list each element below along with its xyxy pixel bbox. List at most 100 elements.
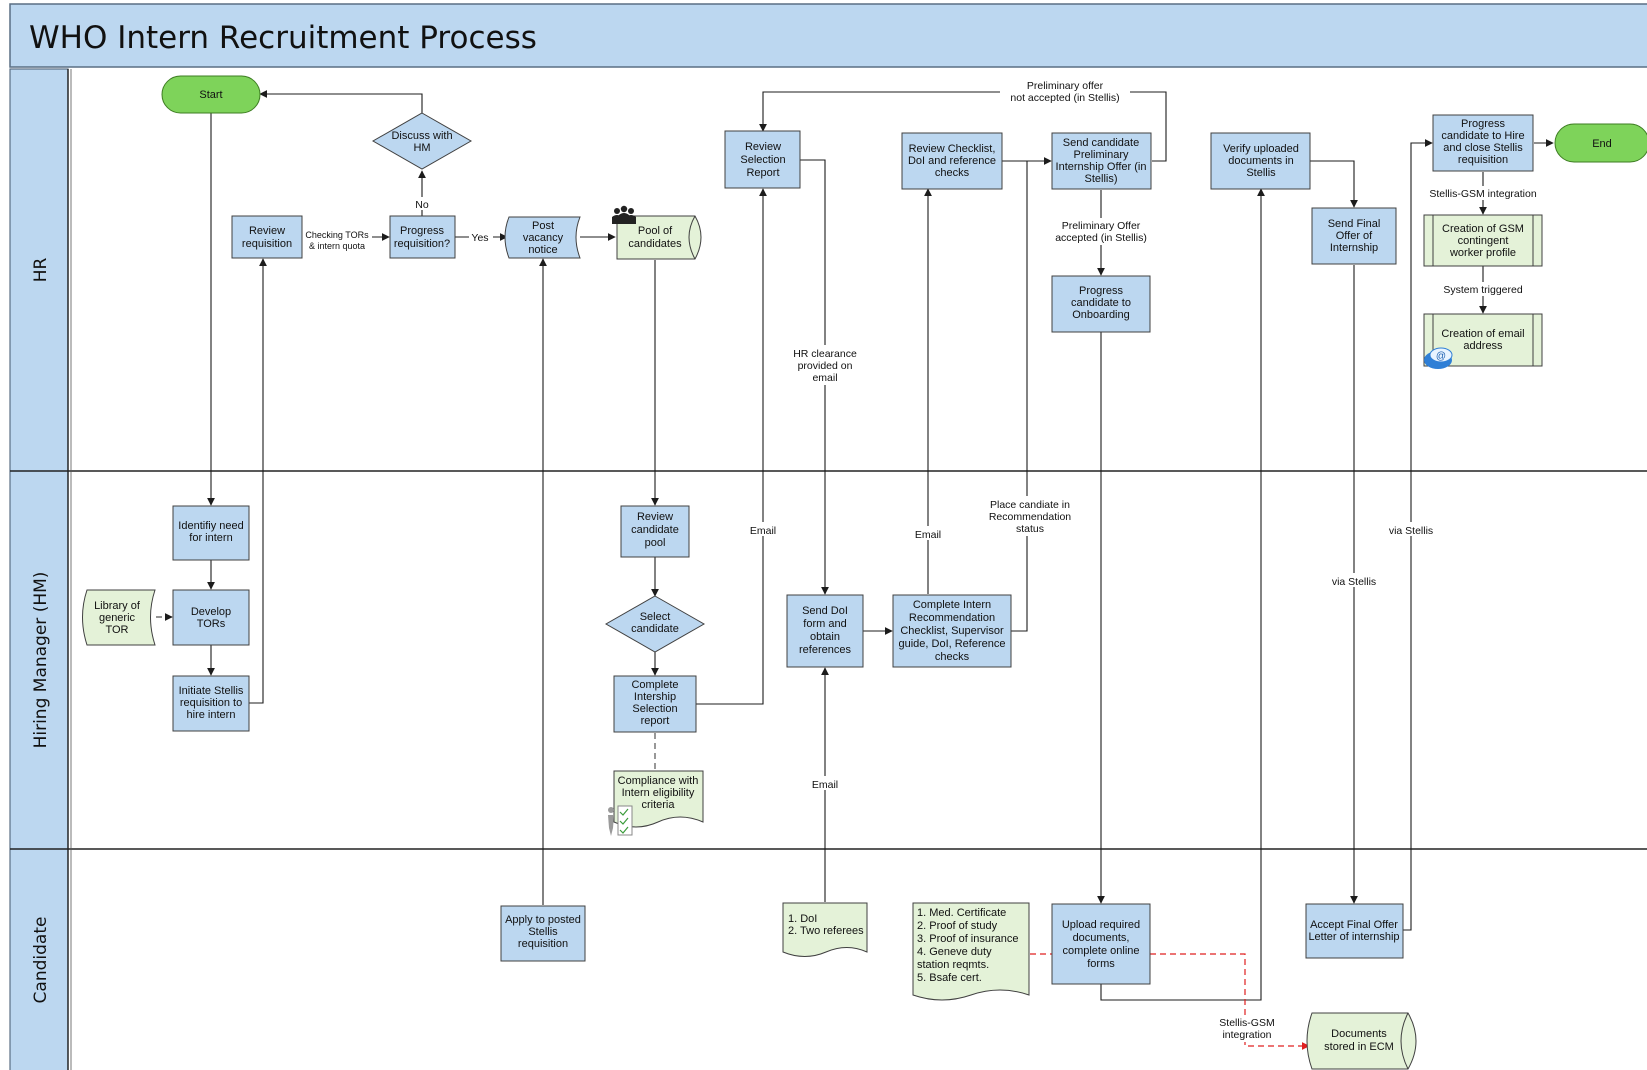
label-prelim-not-accepted-1: Preliminary offer (1027, 80, 1104, 92)
compliance-line-1: Compliance with (618, 775, 699, 787)
gsm-profile-line-2: contingent (1458, 235, 1509, 247)
review-checklist-line-3: checks (935, 167, 970, 179)
diagram-title: WHO Intern Recruitment Process (29, 20, 537, 56)
apply-line-1: Apply to posted (505, 914, 581, 926)
library-line-1: Library of (94, 600, 141, 612)
process-accept-final-offer: Accept Final Offer Letter of internship (1305, 903, 1404, 959)
review-req-line-1: Review (249, 225, 285, 237)
complete-checklist-line-2: Recommendation (909, 612, 995, 624)
send-doi-line-2: form and (803, 618, 846, 630)
library-line-2: generic (99, 612, 136, 624)
upload-line-2: documents, (1073, 932, 1130, 944)
doi-refs-line-2: 2. Two referees (788, 925, 864, 937)
checklist-person-icon (608, 805, 633, 836)
process-initiate-stellis: Initiate Stellis requisition to hire int… (172, 675, 250, 732)
progress-req-line-1: Progress (400, 225, 445, 237)
email-address-line-1: Creation of email (1441, 328, 1524, 340)
docs-list-line-2: 2. Proof of study (917, 920, 998, 932)
docs-list-line-4: 4. Geneve duty (917, 946, 992, 958)
process-review-selection-report: Review Selection Report (724, 130, 801, 189)
complete-selection-line-3: Selection (632, 703, 677, 715)
develop-line-2: TORs (197, 618, 226, 630)
people-icon (612, 205, 636, 224)
initiate-line-3: hire intern (187, 709, 236, 721)
verify-line-1: Verify uploaded (1223, 143, 1299, 155)
apply-line-3: requisition (518, 938, 568, 950)
upload-line-1: Upload required (1062, 919, 1140, 931)
label-prelim-not-accepted-2: not accepted (in Stellis) (1010, 92, 1119, 104)
send-doi-line-4: references (799, 644, 851, 656)
label-via-stellis-hire: via Stellis (1389, 525, 1433, 537)
data-library-of-generic-tor: Library of generic TOR (82, 589, 156, 646)
upload-line-3: complete online (1062, 945, 1139, 957)
docs-list-line-6: 5. Bsafe cert. (917, 972, 982, 984)
label-yes: Yes (471, 232, 488, 244)
send-prelim-line-4: Stellis) (1084, 173, 1117, 185)
data-documents-in-ecm: Documents stored in ECM (1306, 1012, 1417, 1070)
review-checklist-line-2: DoI and reference (908, 155, 996, 167)
process-send-doi-form: Send DoI form and obtain references (786, 594, 864, 668)
review-pool-line-3: pool (645, 537, 666, 549)
process-review-candidate-pool: Review candidate pool (620, 505, 690, 558)
label-checking-tors-1: Checking TORs (305, 230, 369, 240)
title-bar (9, 3, 1647, 68)
upload-line-4: forms (1087, 958, 1115, 970)
accept-final-line-1: Accept Final Offer (1310, 919, 1398, 931)
complete-checklist-line-1: Complete Intern (913, 599, 991, 611)
identify-line-2: for intern (189, 532, 232, 544)
send-prelim-line-2: Preliminary (1073, 149, 1129, 161)
label-via-stellis-final: via Stellis (1332, 576, 1376, 588)
label-no: No (415, 199, 429, 211)
complete-selection-line-1: Complete (631, 679, 678, 691)
send-doi-line-3: obtain (810, 631, 840, 643)
post-vacancy-line-3: notice (528, 244, 557, 256)
progress-hire-line-2: candidate to Hire (1441, 130, 1524, 142)
label-email-checklist: Email (915, 529, 941, 541)
end-label: End (1592, 138, 1612, 150)
document-doi-referees: 1. DoI 2. Two referees (782, 902, 868, 957)
process-develop-tors: Develop TORs (172, 589, 250, 646)
label-hr-clearance-1: HR clearance (793, 348, 857, 360)
verify-line-3: Stellis (1246, 167, 1276, 179)
complete-selection-line-4: report (641, 715, 670, 727)
progress-req-line-2: requisition? (394, 238, 450, 250)
compliance-line-2: Intern eligibility (622, 787, 695, 799)
send-final-line-3: Internship (1330, 242, 1378, 254)
accept-final-line-2: Letter of internship (1308, 931, 1399, 943)
onboarding-line-1: Progress (1079, 285, 1124, 297)
library-line-3: TOR (105, 624, 128, 636)
label-stellis-gsm-integration: Stellis-GSM integration (1429, 188, 1537, 200)
swimlane-frame: WHO Intern Recruitment Process HR Hiring… (9, 3, 1647, 1070)
label-system-triggered: System triggered (1443, 284, 1523, 296)
label-hr-clearance-3: email (812, 372, 837, 384)
start-terminator: Start (161, 75, 261, 114)
docs-ecm-line-2: stored in ECM (1324, 1041, 1394, 1053)
email-address-line-2: address (1463, 340, 1503, 352)
process-verify-documents: Verify uploaded documents in Stellis (1210, 132, 1311, 190)
complete-checklist-line-4: guide, DoI, Reference (898, 638, 1005, 650)
progress-hire-line-4: requisition (1458, 154, 1508, 166)
compliance-line-3: criteria (641, 799, 675, 811)
process-upload-documents: Upload required documents, complete onli… (1051, 903, 1151, 985)
connectors (156, 90, 1554, 1050)
review-pool-line-2: candidate (631, 524, 679, 536)
send-prelim-line-3: Internship Offer (in (1056, 161, 1147, 173)
start-label: Start (199, 89, 222, 101)
review-req-line-2: requisition (242, 238, 292, 250)
email-at-icon: @ (1424, 347, 1453, 369)
lane-label-hiring-manager: Hiring Manager (HM) (31, 572, 51, 749)
send-final-line-2: Offer of (1336, 230, 1373, 242)
label-stellis-gsm-ecm-1: Stellis-GSM (1219, 1017, 1274, 1029)
label-email-selection: Email (750, 525, 776, 537)
identify-line-1: Identifiy need (178, 520, 243, 532)
process-review-checklist: Review Checklist, DoI and reference chec… (901, 132, 1003, 190)
docs-ecm-line-1: Documents (1331, 1028, 1387, 1040)
docs-list-line-5: station reqmts. (917, 959, 989, 971)
process-send-final-offer: Send Final Offer of Internship (1311, 207, 1397, 265)
end-terminator: End (1554, 123, 1647, 163)
label-checking-tors-2: & intern quota (309, 241, 365, 251)
decision-discuss-with-hm: Discuss with HM (371, 112, 473, 170)
label-hr-clearance-2: provided on (798, 360, 853, 372)
initiate-line-2: requisition to (180, 697, 242, 709)
